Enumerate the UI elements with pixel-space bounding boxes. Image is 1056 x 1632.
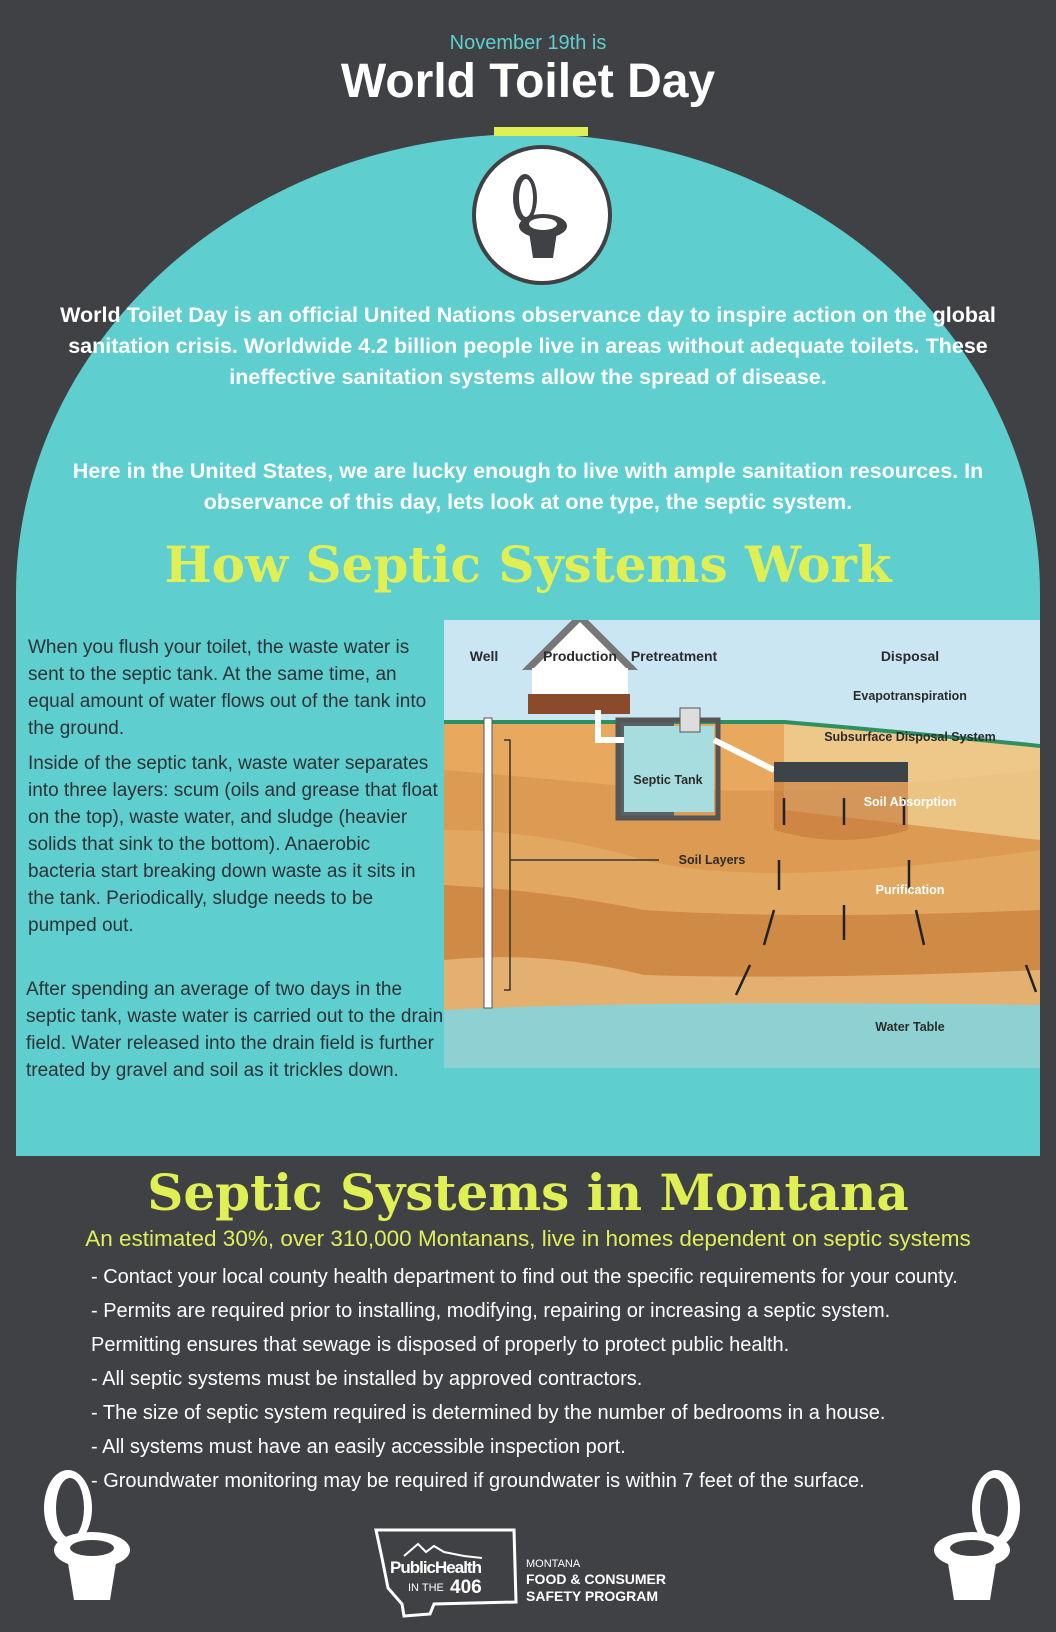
label-well: Well xyxy=(470,648,499,664)
logo-public-health: PublicHealth xyxy=(390,1558,482,1577)
label-subsurface-disposal: Subsurface Disposal System xyxy=(824,730,996,744)
logo-montana: MONTANA xyxy=(526,1558,581,1570)
label-production: Production xyxy=(543,648,617,664)
list-item: - All systems must have an easily access… xyxy=(91,1436,626,1458)
list-item: Permitting ensures that sewage is dispos… xyxy=(91,1334,790,1356)
page-title: World Toilet Day xyxy=(340,55,716,108)
logo-safety-program: SAFETY PROGRAM xyxy=(526,1588,658,1604)
septic-paragraph-1: When you flush your toilet, the waste wa… xyxy=(28,637,427,739)
how-septic-heading: How Septic Systems Work xyxy=(164,535,892,594)
montana-statistic: An estimated 30%, over 310,000 Montanans… xyxy=(85,1226,971,1251)
label-septic-tank: Septic Tank xyxy=(633,773,702,787)
toilet-icon xyxy=(934,1470,1020,1600)
list-item: - Permits are required prior to installi… xyxy=(91,1300,891,1322)
label-purification: Purification xyxy=(876,883,945,897)
septic-paragraph-3: After spending an average of two days in… xyxy=(26,979,444,1081)
list-item: - Contact your local county health depar… xyxy=(91,1266,958,1288)
accent-bar xyxy=(494,127,588,136)
toilet-icon xyxy=(472,145,612,285)
logo-in-the: IN THE xyxy=(408,1582,444,1594)
logo-406: 406 xyxy=(450,1577,482,1598)
label-soil-absorption: Soil Absorption xyxy=(864,795,957,809)
label-pretreatment: Pretreatment xyxy=(631,648,718,664)
label-water-table: Water Table xyxy=(875,1020,945,1034)
intro-paragraph-1: World Toilet Day is an official United N… xyxy=(60,303,996,389)
list-item: - All septic systems must be installed b… xyxy=(91,1368,643,1390)
logo-food-consumer: FOOD & CONSUMER xyxy=(526,1571,666,1587)
label-disposal: Disposal xyxy=(881,648,939,664)
date-subtitle: November 19th is xyxy=(449,32,607,54)
list-item: - The size of septic system required is … xyxy=(91,1402,886,1424)
intro-paragraph-2: Here in the United States, we are lucky … xyxy=(72,459,984,514)
public-health-406-logo: PublicHealth IN THE 406 MONTANA FOOD & C… xyxy=(374,1528,694,1620)
label-soil-layers: Soil Layers xyxy=(679,853,746,867)
septic-system-diagram: Well Production Pretreatment Disposal Ev… xyxy=(444,620,1040,1068)
toilet-icon xyxy=(44,1470,130,1600)
septic-paragraph-2: Inside of the septic tank, waste water s… xyxy=(28,753,438,936)
label-evapotranspiration: Evapotranspiration xyxy=(853,689,967,703)
list-item: - Groundwater monitoring may be required… xyxy=(91,1470,865,1492)
montana-heading: Septic Systems in Montana xyxy=(147,1163,909,1222)
